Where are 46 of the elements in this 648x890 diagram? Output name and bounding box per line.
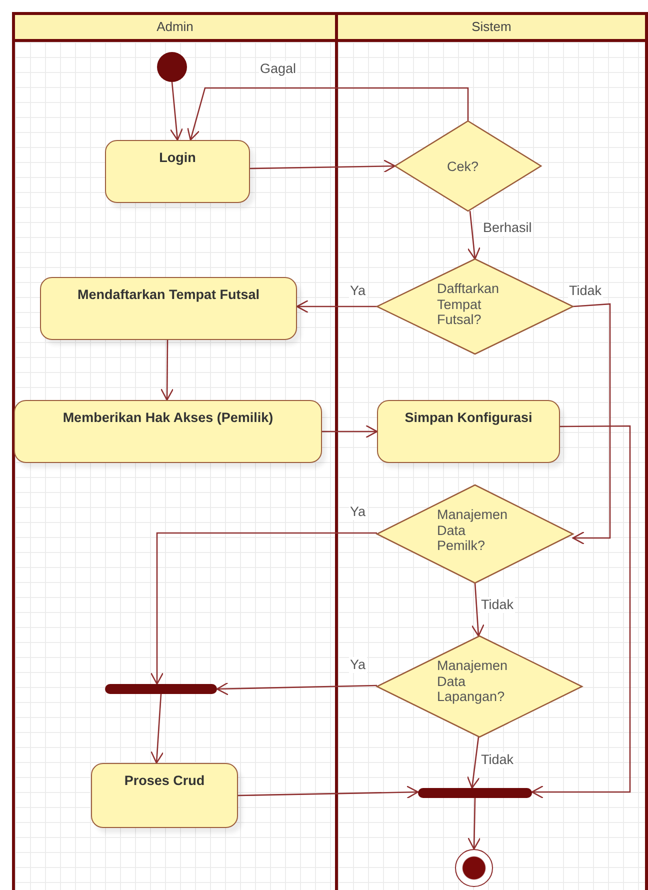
action-box: [14, 400, 322, 463]
arrow: [468, 798, 481, 850]
arrow: [531, 425, 631, 799]
end-node: [455, 849, 493, 887]
lane-title: Admin: [15, 15, 335, 42]
arrow: [238, 786, 419, 799]
fork-bar: [105, 684, 217, 694]
arrow: [296, 300, 377, 314]
action-box: [40, 277, 297, 340]
action-label: Simpan Konfigurasi: [404, 409, 534, 425]
arrow: [572, 303, 611, 545]
action-label: Mendaftarkan Tempat Futsal: [76, 286, 261, 302]
arrow: [160, 340, 174, 401]
action-box: [377, 400, 560, 463]
action-box: [91, 763, 238, 828]
arrow: [467, 210, 480, 260]
decision-label: Dafftarkan Tempat Futsal?: [437, 281, 500, 328]
swimlane: [12, 12, 338, 890]
edge-label: Tidak: [480, 597, 515, 613]
lane-title: Sistem: [338, 15, 645, 42]
action-box: [105, 140, 250, 203]
edge-label: Berhasil: [482, 220, 533, 236]
arrow: [322, 424, 378, 438]
edge-label: Tidak: [480, 752, 515, 768]
action-label: Memberikan Hak Akses (Pemilik): [62, 409, 274, 425]
edge-label: Ya: [349, 504, 367, 520]
arrow: [471, 582, 484, 637]
decision-label: Manajemen Data Lapangan?: [437, 658, 509, 705]
arrow: [150, 694, 164, 764]
arrow: [466, 736, 480, 789]
edge-label: Tidak: [568, 283, 603, 299]
arrow: [250, 160, 396, 173]
arrow: [187, 87, 469, 141]
fork-bar: [418, 788, 532, 798]
edge-label: Ya: [349, 657, 367, 673]
start-node: [157, 52, 187, 82]
arrow: [150, 532, 377, 685]
decision-label: Manajemen Data Pemilk?: [437, 507, 509, 554]
edge-label: Gagal: [259, 61, 298, 77]
decision-label: Cek?: [447, 159, 479, 175]
action-label: Login: [158, 149, 197, 165]
swimlane: [335, 12, 648, 890]
arrow: [216, 682, 378, 696]
arrow: [170, 82, 184, 141]
edge-label: Ya: [349, 283, 367, 299]
action-label: Proses Crud: [123, 772, 206, 788]
